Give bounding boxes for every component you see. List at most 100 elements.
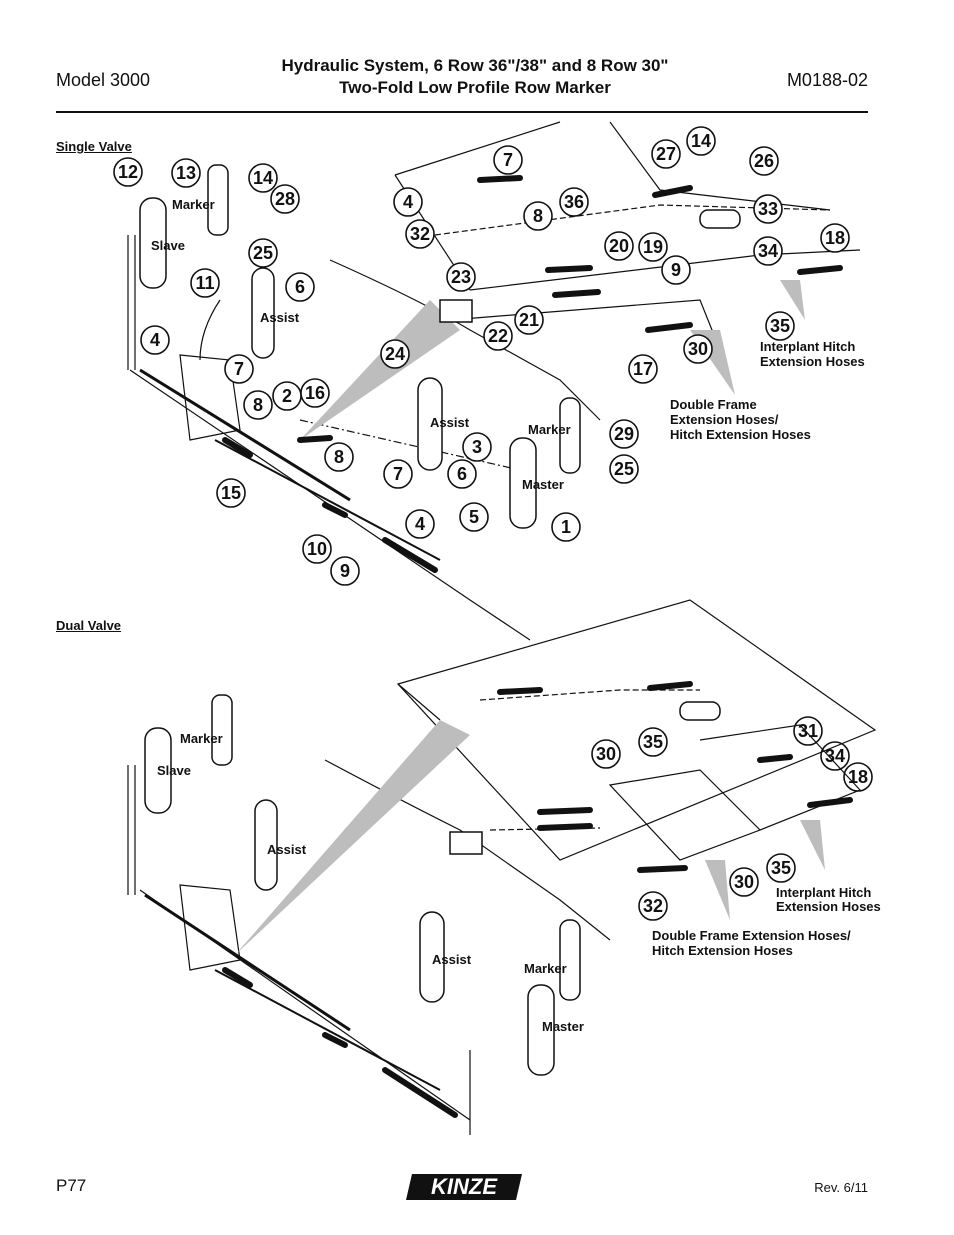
label-interplant-1: Interplant Hitch (760, 339, 855, 354)
single-callout-circle (140, 325, 170, 355)
single-callout-number: 5 (469, 507, 479, 527)
single-callout-number: 30 (688, 339, 708, 359)
single-callout-circle (330, 556, 360, 586)
single-callout-circle (248, 163, 278, 193)
dual-callout-number: 32 (643, 896, 663, 916)
single-callout-number: 22 (488, 326, 508, 346)
single-callout-number: 8 (253, 395, 263, 415)
single-callout-circle (462, 432, 492, 462)
single-cylinders (139, 164, 741, 529)
single-callout-circle (686, 126, 716, 156)
single-callout-circle (243, 390, 273, 420)
single-callout-circle (514, 305, 544, 335)
dual-marker-cylinder-right (559, 919, 581, 1001)
single-callout-circle (459, 502, 489, 532)
single-callout-number: 7 (503, 150, 513, 170)
single-callout-number: 3 (472, 437, 482, 457)
dual-interplant-wedge (800, 820, 825, 870)
single-callout-number: 12 (118, 162, 138, 182)
single-callout-number: 4 (415, 514, 425, 534)
label-assist-mid: Assist (430, 415, 470, 430)
dual-label-double-2: Hitch Extension Hoses (652, 943, 793, 958)
single-callout-number: 13 (176, 163, 196, 183)
revision-label: Rev. 6/11 (814, 1180, 868, 1195)
dual-marker-cylinder-left (211, 694, 233, 766)
dual-label-assist-left: Assist (267, 842, 307, 857)
marker-cylinder-right (559, 397, 581, 474)
section-single-valve: Single Valve (56, 139, 132, 154)
dual-label-marker-left: Marker (180, 731, 223, 746)
single-callout-circle (483, 321, 513, 351)
single-callout-number: 19 (643, 237, 663, 257)
slave-cylinder (139, 197, 167, 289)
single-callout-circle (324, 442, 354, 472)
label-marker-left: Marker (172, 197, 215, 212)
dual-slave-cylinder (144, 727, 172, 814)
dual-cylinders (144, 694, 721, 1076)
page-number: P77 (56, 1176, 87, 1195)
label-double-3: Hitch Extension Hoses (670, 427, 811, 442)
label-slave: Slave (151, 238, 185, 253)
label-marker-right: Marker (528, 422, 571, 437)
dual-label-interplant-1: Interplant Hitch (776, 885, 871, 900)
label-double-1: Double Frame (670, 397, 757, 412)
single-callout-number: 10 (307, 539, 327, 559)
dual-hoses (222, 681, 853, 1118)
single-callout-circle (248, 238, 278, 268)
dual-callout-number: 35 (771, 858, 791, 878)
dual-callout-circle (638, 727, 668, 757)
single-callout-circle (383, 459, 413, 489)
single-callout-number: 6 (295, 277, 305, 297)
kinze-logo: KINZE (406, 1174, 522, 1200)
single-callout-number: 23 (451, 267, 471, 287)
single-callout-circle (551, 512, 581, 542)
single-callout-circle (190, 268, 220, 298)
single-callout-circle (638, 232, 668, 262)
single-callout-circle (749, 146, 779, 176)
title-line-2: Two-Fold Low Profile Row Marker (339, 78, 611, 97)
assist-cylinder-mid (417, 377, 443, 471)
dual-double-frame-wedge (705, 860, 730, 920)
dual-callout-circle (766, 853, 796, 883)
single-callout-number: 4 (150, 330, 160, 350)
single-callout-circle (300, 378, 330, 408)
dual-valve-block (449, 831, 483, 855)
single-callout-number: 35 (770, 316, 790, 336)
label-double-2: Extension Hoses/ (670, 412, 779, 427)
section-dual-valve: Dual Valve (56, 618, 122, 633)
single-callout-circle (393, 187, 423, 217)
dual-label-marker-right: Marker (524, 961, 567, 976)
single-callout-number: 28 (275, 189, 295, 209)
document-code: M0188-02 (786, 70, 868, 90)
dual-callout-number: 35 (643, 732, 663, 752)
single-callout-number: 1 (561, 517, 571, 537)
single-callout-number: 25 (253, 243, 273, 263)
dual-lift-cylinder (679, 701, 721, 721)
single-hoses (222, 175, 843, 573)
dual-label-interplant-2: Extension Hoses (776, 899, 881, 914)
single-callout-number: 21 (519, 310, 539, 330)
single-callout-circle (523, 201, 553, 231)
page-title: Hydraulic System, 6 Row 36"/38" and 8 Ro… (210, 55, 740, 99)
single-callout-circle (216, 478, 246, 508)
single-callout-circle (683, 334, 713, 364)
single-callout-number: 8 (334, 447, 344, 467)
dual-callout-number: 34 (825, 746, 845, 766)
dual-assist-cylinder-left (254, 799, 278, 891)
master-cylinder (509, 437, 537, 529)
dual-callout-number: 18 (848, 767, 868, 787)
single-callout-number: 18 (825, 228, 845, 248)
single-callout-circle (651, 139, 681, 169)
single-callout-circle (224, 354, 254, 384)
dual-master-cylinder (527, 984, 555, 1076)
single-callout-number: 36 (564, 192, 584, 212)
single-callout-number: 20 (609, 236, 629, 256)
single-callout-circle (609, 454, 639, 484)
header-rule (56, 111, 868, 113)
single-callout-number: 29 (614, 424, 634, 444)
single-callout-number: 32 (410, 224, 430, 244)
single-callout-number: 17 (633, 359, 653, 379)
single-callout-number: 9 (671, 260, 681, 280)
